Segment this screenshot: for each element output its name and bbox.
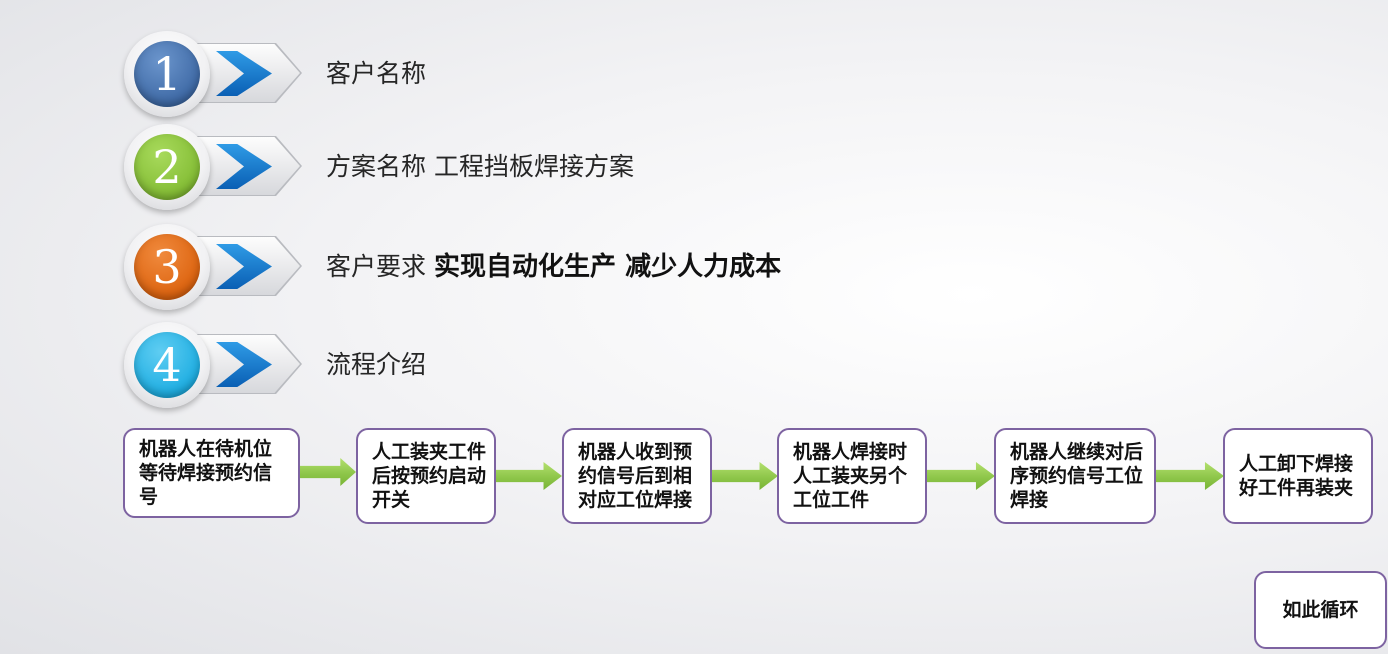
flow-step-3: 机器人收到预约信号后到相对应工位焊接 [562,428,712,524]
flow-step-text: 机器人焊接时人工装夹另个工位工件 [793,441,908,511]
flow-arrow-5 [1156,462,1224,490]
flow-step-text: 机器人继续对后序预约信号工位焊接 [1010,441,1144,511]
flow-step-text: 人工装夹工件后按预约启动开关 [372,441,487,511]
flow-step-6: 人工卸下焊接好工件再装夹 [1223,428,1373,524]
flow-step-2: 人工装夹工件后按预约启动开关 [356,428,496,524]
flow-arrow-2 [496,462,562,490]
row-label: 方案名称 工程挡板焊接方案 [326,124,634,210]
flow-step-text: 人工卸下焊接好工件再装夹 [1239,453,1354,499]
loop-note-box: 如此循环 [1254,571,1387,649]
loop-note-text: 如此循环 [1282,599,1359,621]
flow-arrow-3 [712,462,778,490]
row-text: 流程介绍 [326,350,427,379]
number-badge: 2 [134,134,200,200]
step-row-2: 2 方案名称 工程挡板焊接方案 [124,124,1124,210]
number-badge: 3 [134,234,200,300]
row-label: 客户要求实现自动化生产 减少人力成本 [326,224,781,310]
row-text: 客户名称 [326,59,427,88]
row-text: 方案名称 工程挡板焊接方案 [326,152,634,181]
flow-step-4: 机器人焊接时人工装夹另个工位工件 [777,428,927,524]
flow-arrow-4 [927,462,995,490]
row-text: 客户要求 [326,252,427,281]
number-badge: 1 [134,41,200,107]
row-emphasis-text: 实现自动化生产 减少人力成本 [434,252,782,282]
step-row-3: 3 客户要求实现自动化生产 减少人力成本 [124,224,1124,310]
flow-step-5: 机器人继续对后序预约信号工位焊接 [994,428,1156,524]
step-row-1: 1 客户名称 [124,31,1124,117]
row-label: 流程介绍 [326,322,426,408]
row-label: 客户名称 [326,31,426,117]
flow-step-1: 机器人在待机位等待焊接预约信号 [123,428,300,518]
number-badge: 4 [134,332,200,398]
flow-step-text: 机器人在待机位等待焊接预约信号 [139,438,273,508]
flow-step-text: 机器人收到预约信号后到相对应工位焊接 [578,441,693,511]
step-row-4: 4 流程介绍 [124,322,1124,408]
flow-arrow-1 [300,458,356,486]
